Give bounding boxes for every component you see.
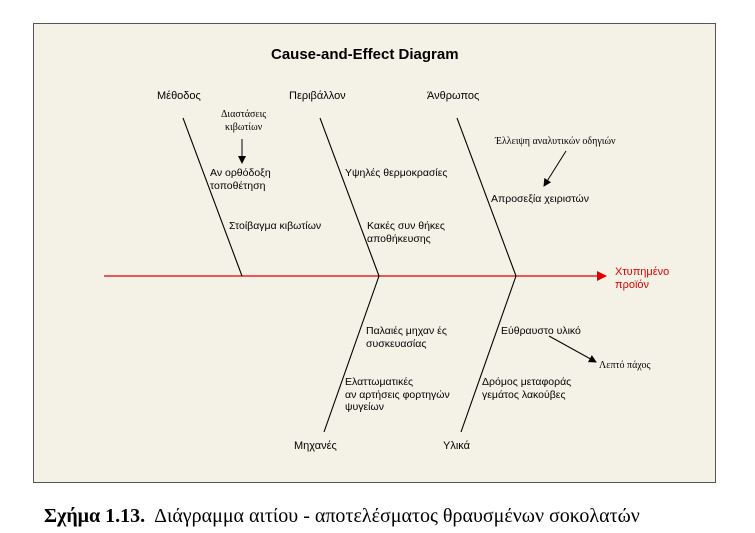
cause-palaies: Παλαιές μηχαν ές συσκευασίας	[366, 325, 447, 350]
cause-ypsiles: Υψηλές θερμοκρασίες	[345, 167, 448, 179]
cause-kakes: Κακές συν θήκες αποθήκευσης	[367, 220, 445, 245]
cause-anorthodoxi: Αν ορθόδοξη τοποθέτηση	[210, 167, 271, 192]
cause-aprosexia: Απροσεξία χειριστών	[491, 193, 590, 205]
category-methodos: Μέθοδος	[157, 90, 201, 102]
cause-stoivagma: Στοίβαγμα κιβωτίων	[229, 220, 322, 232]
cause-lepto: Λεπτό πάχος	[599, 360, 651, 371]
bone-michanes	[323, 275, 380, 433]
arrow-elleipsi	[543, 150, 567, 187]
diagram-title: Cause-and-Effect Diagram	[271, 46, 459, 63]
category-perivallon: Περιβάλλον	[289, 90, 346, 102]
cause-diastaseis: Διαστάσεις κιβωτίων	[221, 109, 267, 133]
effect-label: Χτυπημένο προϊόν	[615, 266, 670, 291]
bone-anthropos	[456, 117, 517, 277]
bone-perivallon	[319, 117, 380, 277]
arrow-lepto	[548, 335, 597, 363]
cause-dromos: Δρόμος μεταφοράς γεμάτος λακούβες	[482, 376, 572, 401]
caption-number: Σχήμα 1.13.	[44, 505, 146, 527]
bone-ylika	[460, 275, 517, 433]
figure-caption: Σχήμα 1.13. Διάγραμμα αιτίου - αποτελέσμ…	[44, 505, 640, 528]
diagram-frame	[33, 23, 716, 483]
cause-elattomatikes: Ελαττωματικές αν αρτήσεις φορτηγών ψυγεί…	[345, 376, 450, 413]
category-ylika: Υλικά	[443, 440, 471, 452]
cause-elleipsi: Έλλειψη αναλυτικών οδηγιών	[495, 136, 616, 147]
category-anthropos: Άνθρωπος	[427, 90, 480, 102]
bone-methodos	[182, 117, 243, 277]
category-michanes: Μηχανές	[294, 440, 337, 452]
cause-evthrafsto: Εύθραυστο υλικό	[501, 325, 581, 337]
caption-text: Διάγραμμα αιτίου - αποτελέσματος θραυσμέ…	[154, 505, 640, 527]
